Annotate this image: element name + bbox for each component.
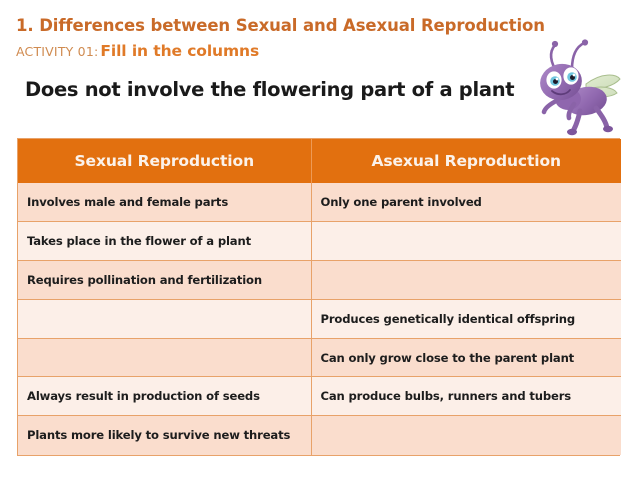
table-row: Plants more likely to survive new threat…: [18, 415, 621, 455]
cell-asexual-reproduction[interactable]: [311, 415, 621, 455]
purple-bug-mascot-icon: [528, 38, 624, 136]
slide-header: 1. Differences between Sexual and Asexua…: [0, 0, 638, 101]
cell-asexual-reproduction[interactable]: [311, 260, 621, 300]
comparison-table-container: Sexual Reproduction Asexual Reproduction…: [17, 138, 621, 456]
table-row: Takes place in the flower of a plant: [18, 221, 621, 262]
cell-asexual-reproduction[interactable]: Produces genetically identical offspring: [311, 299, 621, 339]
activity-label: ACTIVITY 01:: [16, 43, 99, 59]
cell-asexual-reproduction[interactable]: Can produce bulbs, runners and tubers: [311, 376, 621, 417]
cell-sexual-reproduction[interactable]: Always result in production of seeds: [18, 376, 312, 417]
question-heading: Does not involve the flowering part of a…: [25, 78, 515, 102]
cell-sexual-reproduction[interactable]: Requires pollination and fertilization: [18, 260, 312, 300]
column-header-sexual-reproduction: Sexual Reproduction: [18, 139, 312, 183]
table-row: Can only grow close to the parent plant: [18, 338, 621, 378]
activity-value: Fill in the columns: [100, 41, 260, 60]
cell-sexual-reproduction[interactable]: Takes place in the flower of a plant: [18, 221, 312, 262]
slide-title: 1. Differences between Sexual and Asexua…: [16, 16, 545, 35]
table-row: Produces genetically identical offspring: [18, 299, 621, 339]
cell-asexual-reproduction[interactable]: Can only grow close to the parent plant: [311, 338, 621, 378]
cell-asexual-reproduction[interactable]: Only one parent involved: [311, 183, 621, 223]
cell-sexual-reproduction[interactable]: [18, 338, 312, 378]
table-header-row: Sexual Reproduction Asexual Reproduction: [18, 139, 621, 183]
table-row: Requires pollination and fertilization: [18, 260, 621, 300]
activity-line: ACTIVITY 01:Fill in the columns: [16, 41, 638, 61]
cell-sexual-reproduction[interactable]: Involves male and female parts: [18, 183, 312, 223]
comparison-table: Sexual Reproduction Asexual Reproduction…: [18, 139, 621, 455]
column-header-asexual-reproduction: Asexual Reproduction: [311, 139, 621, 183]
cell-asexual-reproduction[interactable]: [311, 221, 621, 262]
cell-sexual-reproduction[interactable]: [18, 299, 312, 339]
cell-sexual-reproduction[interactable]: Plants more likely to survive new threat…: [18, 415, 312, 455]
